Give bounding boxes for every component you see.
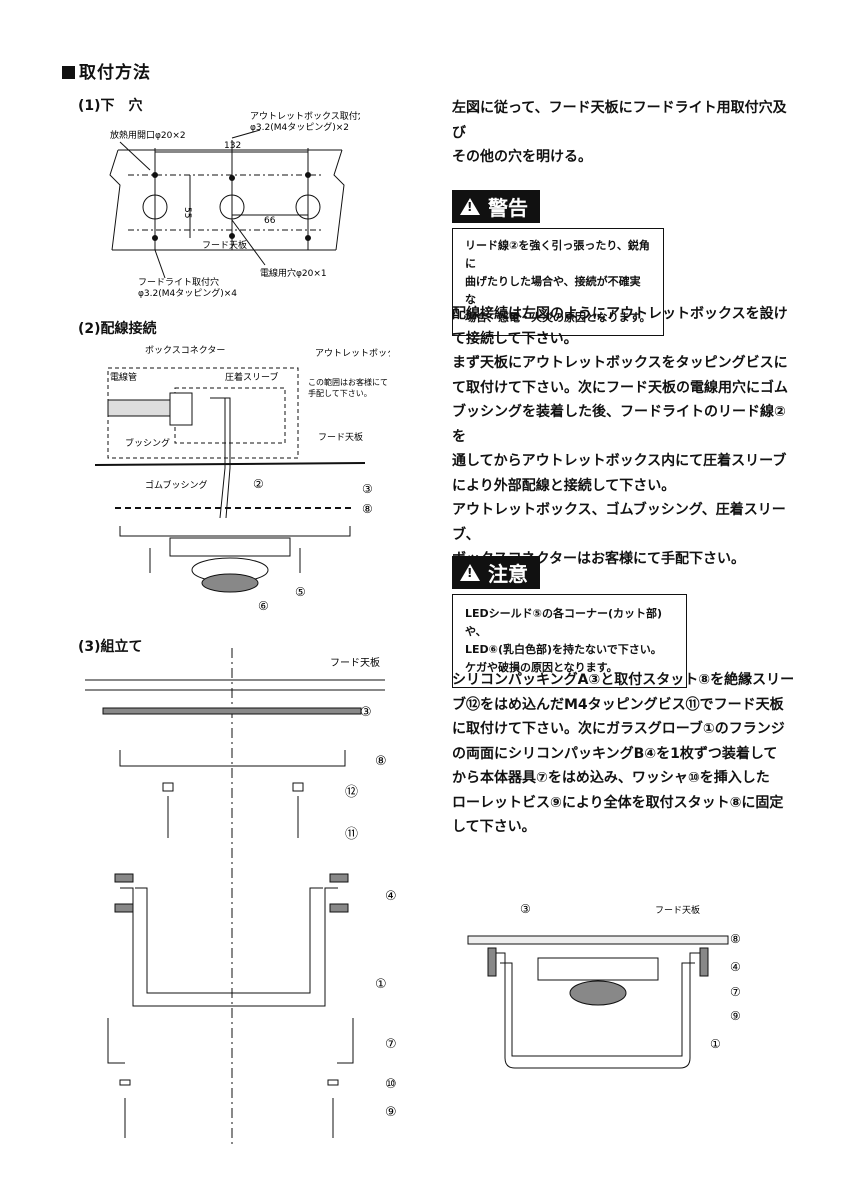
callout-9c: ⑨ [730, 1009, 741, 1023]
customer-note-2: 手配して下さい。 [308, 388, 372, 398]
outlet-box-hole-spec: φ3.2(M4タッピング)×2 [250, 121, 349, 133]
box-connector-label: ボックスコネクター [145, 345, 225, 356]
callout-4: ④ [385, 889, 397, 904]
wiring-line: により外部配線と接続して下さい。 [452, 477, 676, 494]
wiring-text: 配線接続は左図のようにアウトレットボックスを設け て接続して下さい。 まず天板に… [452, 302, 797, 572]
wiring-line: 通してからアウトレットボックス内にて圧着スリーブ [452, 453, 787, 469]
diagram-assembly: フード天板 ③ ⑧ ⑫ ⑪ ④ ① ⑦ ⑩ ⑨ [85, 648, 397, 1148]
caution-badge: 注意 [452, 556, 540, 589]
hood-panel-label-3: フード天板 [330, 656, 380, 669]
section-2-label: (2)配線接続 [78, 321, 157, 337]
callout-7: ⑦ [385, 1037, 397, 1052]
callout-2: ② [253, 477, 264, 491]
warning-badge: 警告 [452, 190, 540, 223]
assembly-text: シリコンパッキングA③と取付スタット⑧を絶縁スリー ブ⑫をはめ込んだM4タッピン… [452, 668, 797, 840]
rubber-bushing-label: ゴムブッシング [145, 479, 207, 491]
assembly-line: に取付けて下さい。次にガラスグローブ①のフランジ [452, 721, 785, 737]
callout-8b: ⑧ [375, 754, 387, 769]
hood-panel-label: フード天板 [202, 239, 247, 251]
dimension-66: 66 [264, 216, 276, 226]
callout-1c: ① [710, 1037, 721, 1051]
wiring-line: て接続して下さい。 [452, 330, 578, 347]
square-bullet-icon [62, 66, 75, 79]
outlet-box-hole-label: アウトレットボックス取付穴 [250, 110, 360, 122]
callout-8: ⑧ [362, 502, 373, 516]
page-title: 取付方法 [79, 63, 151, 83]
warning-box: リード線②を強く引っ張ったり、鋭角に 曲げたりした場合や、接続が不確実な 場合、… [452, 228, 664, 336]
warning-icon [460, 198, 480, 215]
assembly-line: から本体器具⑦をはめ込み、ワッシャ⑩を挿入した [452, 770, 770, 786]
callout-6: ⑥ [258, 599, 269, 613]
callout-3b: ③ [360, 705, 372, 720]
assembly-line: の両面にシリコンパッキングB④を1枚ずつ装着して [452, 745, 778, 762]
callout-12: ⑫ [345, 785, 358, 800]
callout-7c: ⑦ [730, 985, 741, 999]
caution-box: LEDシールド⑤の各コーナー(カット部)や、 LED⑥(乳白色部)を持たないで下… [452, 594, 687, 688]
callout-4c: ④ [730, 960, 741, 974]
conduit-label: 電線管 [110, 371, 137, 383]
assembly-line: して下さい。 [452, 819, 536, 835]
callout-3c: ③ [520, 902, 531, 916]
wiring-line: ブッシングを装着した後、フードライトのリード線②を [452, 404, 786, 445]
callout-10: ⑩ [385, 1077, 397, 1092]
outlet-box-label: アウトレットボックス [315, 348, 390, 359]
callout-11: ⑪ [345, 827, 358, 842]
assembly-line: ローレットビス⑨により全体を取付スタット⑧に固定 [452, 794, 784, 811]
wiring-line: アウトレットボックス、ゴムブッシング、圧着スリーブ、 [452, 502, 786, 543]
callout-3: ③ [362, 482, 373, 496]
vent-hole-label: 放熱用開口φ20×2 [110, 129, 186, 141]
wire-hole-label: 電線用穴φ20×1 [260, 267, 327, 279]
fixing-hole-label: フードライト取付穴 [138, 276, 219, 288]
wiring-line: まず天板にアウトレットボックスをタッピングビスに [452, 355, 788, 371]
page-heading: 取付方法 [62, 58, 151, 83]
hood-panel-label-2: フード天板 [318, 431, 363, 443]
caution-line-2: LED⑥(乳白色部)を持たないで下さい。 [465, 643, 662, 656]
intro-text: 左図に従って、フード天板にフードライト用取付穴及び その他の穴を明ける。 [452, 96, 797, 170]
warning-line-1: リード線②を強く引っ張ったり、鋭角に [465, 239, 650, 270]
section-1-label: (1)下 穴 [78, 98, 143, 114]
caution-icon [460, 564, 480, 581]
callout-1: ① [375, 977, 387, 992]
dimension-132: 132 [224, 141, 241, 151]
warning-title: 警告 [488, 196, 528, 220]
intro-line-2: その他の穴を明ける。 [452, 149, 592, 165]
diagram-holes: 放熱用開口φ20×2 アウトレットボックス取付穴 φ3.2(M4タッピング)×2… [109, 110, 360, 299]
wiring-line: て取付けて下さい。次にフード天板の電線用穴にゴム [452, 379, 788, 396]
dimension-55: 55 [182, 207, 192, 218]
caution-line-3: ケガや破損の原因となります。 [465, 661, 618, 674]
assembly-line: ブ⑫をはめ込んだM4タッピングビス⑪でフード天板 [452, 696, 784, 713]
diagram-assembled: ③ フード天板 ⑧ ④ ⑦ ⑨ ① [467, 902, 741, 1069]
section-3-label: (3)組立て [78, 639, 143, 655]
callout-5: ⑤ [295, 585, 306, 599]
hood-panel-label-4: フード天板 [655, 904, 700, 916]
callout-9: ⑨ [385, 1105, 397, 1120]
fixing-hole-spec: φ3.2(M4タッピング)×4 [138, 287, 237, 299]
caution-title: 注意 [488, 562, 528, 586]
wiring-line: 配線接続は左図のようにアウトレットボックスを設け [452, 306, 788, 322]
customer-note-1: この範囲はお客様にて [308, 377, 388, 387]
crimp-sleeve-label: 圧着スリーブ [225, 371, 278, 383]
caution-line-1: LEDシールド⑤の各コーナー(カット部)や、 [465, 607, 663, 638]
warning-line-2: 曲げたりした場合や、接続が不確実な [465, 275, 641, 306]
intro-line-1: 左図に従って、フード天板にフードライト用取付穴及び [452, 100, 787, 141]
assembly-line: シリコンパッキングA③と取付スタット⑧を絶縁スリー [452, 672, 795, 688]
warning-line-3: 場合、感電・火災の原因となります。 [465, 311, 651, 324]
callout-8c: ⑧ [730, 932, 741, 946]
bushing-label: ブッシング [125, 437, 170, 449]
diagram-wiring: ボックスコネクター アウトレットボックス 電線管 圧着スリーブ この範囲はお客様… [94, 345, 390, 613]
